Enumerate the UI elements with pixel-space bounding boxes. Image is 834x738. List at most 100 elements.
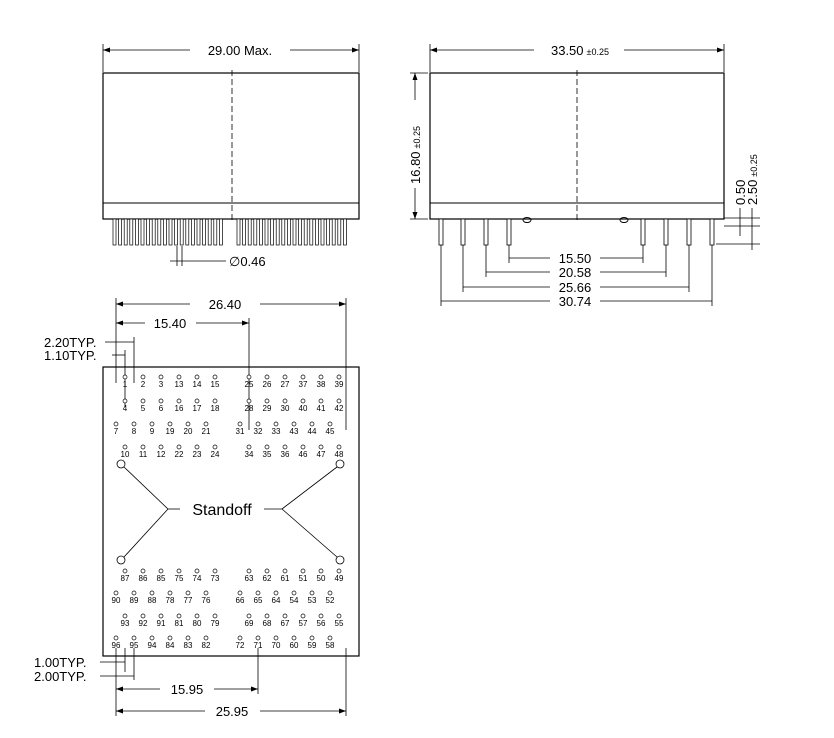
side-width-arrow-left — [103, 47, 110, 53]
pin-number: 83 — [184, 641, 193, 650]
side-width-arrow-right — [352, 47, 359, 53]
pin-number: 39 — [335, 380, 344, 389]
pin-hole — [203, 421, 209, 427]
pin-number: 78 — [166, 596, 175, 605]
pin-number: 47 — [317, 450, 326, 459]
pin-number: 92 — [139, 619, 148, 628]
pin-number: 2 — [141, 380, 146, 389]
pin-hole — [176, 398, 182, 404]
side-pin — [264, 218, 269, 246]
pin-number: 62 — [263, 574, 272, 583]
pin-hole — [149, 635, 155, 641]
pin-number: 24 — [211, 450, 220, 459]
pin-hole — [113, 421, 119, 427]
front-pin — [709, 218, 715, 246]
pin-number: 84 — [166, 641, 175, 650]
pin-hole — [282, 398, 288, 404]
pin-number: 91 — [157, 619, 166, 628]
pin-hole — [318, 398, 324, 404]
side-pin — [315, 218, 319, 246]
pin-number: 8 — [132, 427, 137, 436]
side-pin — [185, 218, 190, 246]
pin-hole — [158, 398, 164, 404]
pin-number: 35 — [263, 450, 272, 459]
pin-hole — [194, 444, 200, 450]
pin-number: 22 — [175, 450, 184, 459]
pin-number: 69 — [245, 619, 254, 628]
side-pin — [320, 218, 325, 246]
front-view: 33.50±0.25 16.80±0.25 0.50 2.50±0.25 — [407, 43, 760, 309]
pin-hole — [176, 444, 182, 450]
pin-number: 65 — [254, 596, 263, 605]
pin-number: 7 — [114, 427, 119, 436]
pin-dia-value: 0.46 — [240, 254, 265, 269]
bottom-span-arrow-r — [339, 708, 346, 714]
pin-number: 52 — [326, 596, 335, 605]
pin-dim-c: 25.66 — [559, 280, 592, 295]
front-width-arrow-right — [717, 47, 724, 53]
pin-hole — [246, 444, 252, 450]
pin-number: 57 — [299, 619, 308, 628]
pitch110-label: 1.10TYP. — [44, 348, 97, 363]
pin-hole — [264, 444, 270, 450]
pin-hole — [246, 398, 252, 404]
front-standoff-left — [522, 217, 532, 223]
pin-number: 82 — [202, 641, 211, 650]
pin-number: 90 — [112, 596, 121, 605]
pinlen-tol: ±0.25 — [749, 154, 759, 176]
pin-hole — [194, 568, 200, 574]
pin-number: 19 — [166, 427, 175, 436]
pin-number: 40 — [299, 404, 308, 413]
pin-hole — [309, 590, 315, 596]
side-pin — [247, 218, 252, 246]
pin-number: 55 — [335, 619, 344, 628]
front-width-tol: ±0.25 — [587, 47, 609, 57]
pin-number: 63 — [245, 574, 254, 583]
side-pin — [112, 218, 117, 246]
pin-hole — [122, 613, 128, 619]
pin-number: 38 — [317, 380, 326, 389]
pin-number: 13 — [175, 380, 184, 389]
side-pin — [337, 218, 342, 246]
pin-hole — [336, 444, 342, 450]
side-pin — [242, 218, 246, 246]
pin-hole — [300, 398, 306, 404]
pin-number: 4 — [123, 404, 128, 413]
pin-number: 95 — [130, 641, 139, 650]
pin-number: 93 — [121, 619, 130, 628]
pin-number: 67 — [281, 619, 290, 628]
pin-number: 30 — [281, 404, 290, 413]
side-pin — [213, 218, 218, 246]
pin-hole — [291, 635, 297, 641]
pin-hole — [149, 590, 155, 596]
pin-hole — [131, 421, 137, 427]
side-pin — [281, 218, 286, 246]
side-pin — [191, 218, 195, 246]
pin-hole — [140, 398, 146, 404]
pin-hole — [282, 568, 288, 574]
pin-number: 79 — [211, 619, 220, 628]
pin-number: 20 — [184, 427, 193, 436]
top-mid-arrow-l — [116, 320, 123, 326]
standoff-hole-top-right — [335, 459, 345, 469]
pin-hole — [318, 374, 324, 380]
pin-number: 11 — [139, 450, 148, 459]
side-pin — [146, 218, 150, 246]
pin-number: 42 — [335, 404, 344, 413]
pin-number: 61 — [281, 574, 290, 583]
standoff-leader-tl — [123, 466, 169, 510]
pitch220-label: 2.20TYP. — [44, 335, 97, 350]
pin-number: 48 — [335, 450, 344, 459]
height-label-bg — [407, 100, 423, 188]
pin-number: 31 — [236, 427, 245, 436]
bottom-mid-arrow-r — [251, 686, 258, 692]
side-pin — [179, 218, 184, 246]
side-pin — [275, 218, 280, 246]
top-mid-arrow-r — [242, 320, 249, 326]
front-width-arrow-left — [430, 47, 437, 53]
side-pin — [343, 218, 347, 246]
side-pin — [253, 218, 258, 246]
pin-number: 80 — [193, 619, 202, 628]
pin-hole — [336, 374, 342, 380]
pin-number: 25 — [245, 380, 254, 389]
